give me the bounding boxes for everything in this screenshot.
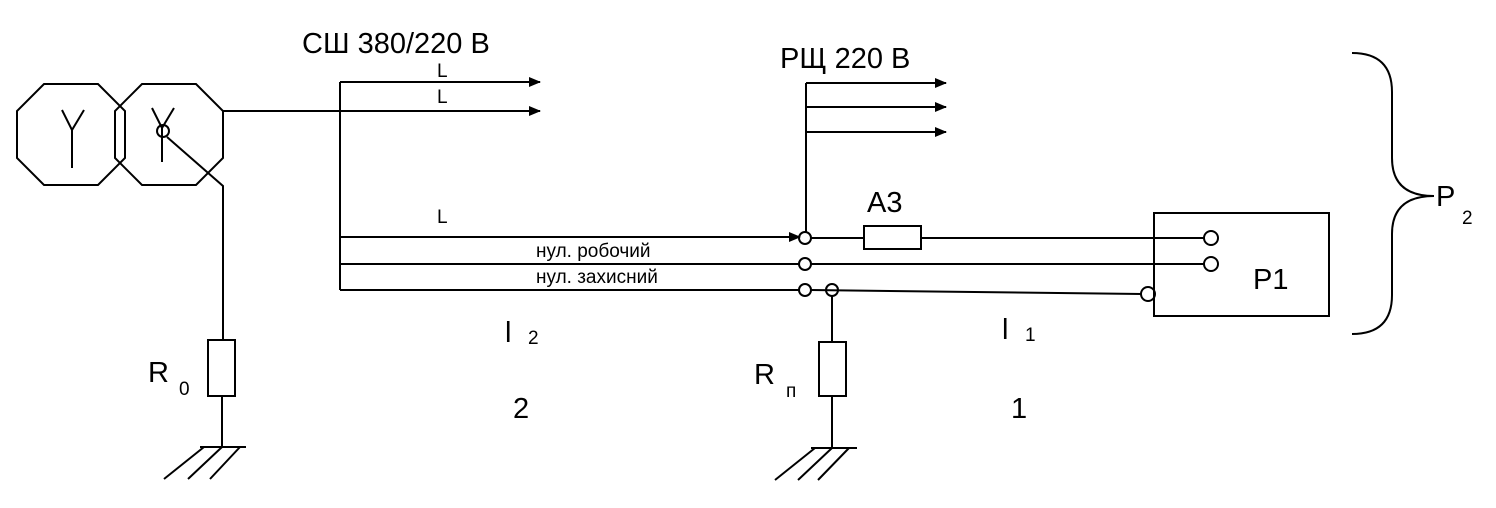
terminal-neutral-protective [798,283,812,297]
transformer-primary-winding [16,83,126,186]
r0-label: R [148,357,169,389]
rp-resistor [818,341,847,397]
section-1-label: 1 [1011,393,1027,425]
secondary-wye-icon [151,107,175,162]
neutral-working-label: нул. робочий [536,241,651,262]
star-point-icon [156,124,170,138]
r0-subscript: 0 [179,379,190,400]
l2-subscript: 2 [528,328,539,349]
a3-label: А3 [867,187,902,219]
load-terminal-phase [1203,230,1219,246]
load-p1-box [1153,212,1330,317]
neutral-protective-label: нул. захисний [536,267,658,288]
ground-icon-right [774,447,857,481]
load-terminal-neutral [1203,256,1219,272]
rp-subscript: п [786,381,796,402]
phase-label-3: L [437,207,448,228]
neutral-protective-load-line [810,289,1143,295]
terminal-neutral-working [798,257,812,271]
l1-subscript: 1 [1025,325,1036,346]
p2-subscript: 2 [1462,208,1473,229]
section-2-label: 2 [513,393,529,425]
l2-label: l [505,317,511,349]
rp-label: R [754,359,775,391]
p1-label: Р1 [1253,264,1288,296]
transformer-neutral-conductor [166,136,224,340]
phase-label-1: L [437,61,448,82]
a3-breaker [863,225,922,250]
dist-board-label: РЩ 220 В [780,43,910,75]
transformer-symbol [16,83,224,186]
l1-label: l [1002,314,1008,346]
load-terminal-ground [1140,286,1156,302]
transformer-secondary-winding [114,83,224,186]
main-bus-label: СШ 380/220 В [302,28,490,60]
phase-label-2: L [437,87,448,108]
load-group-brace [1351,52,1435,335]
primary-wye-icon [61,109,85,168]
p2-label: Р [1436,181,1455,213]
ground-icon-left [163,446,246,480]
terminal-phase [798,231,812,245]
r0-resistor [207,339,236,397]
